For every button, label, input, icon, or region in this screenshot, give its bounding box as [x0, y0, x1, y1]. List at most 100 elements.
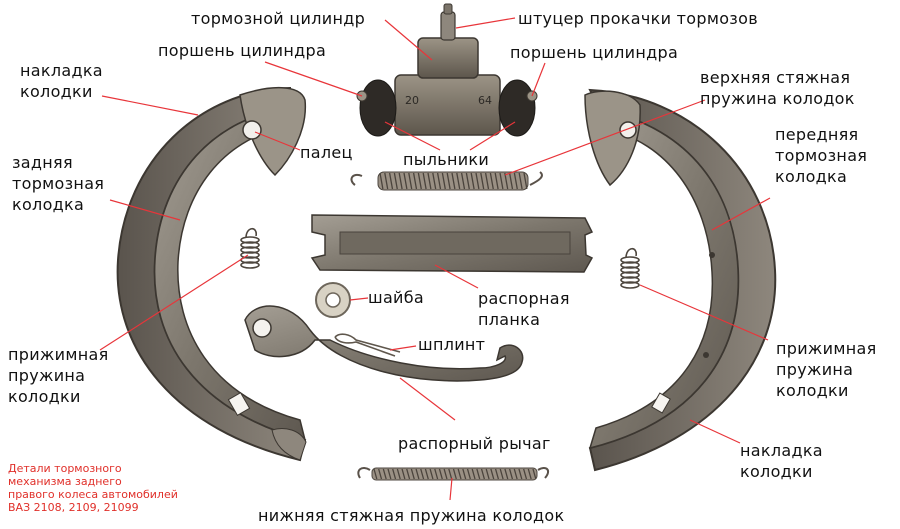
leader-boots-right	[469, 121, 516, 151]
upper-spring	[350, 171, 543, 191]
spring-coil	[494, 172, 499, 190]
leader-boots-left	[384, 121, 441, 151]
spring-coil	[398, 172, 403, 190]
leader-piston-right	[531, 62, 546, 97]
rear-brake-shoe	[116, 86, 307, 462]
wheel-cylinder: 20 64	[356, 3, 538, 137]
leader-lining-bottom	[689, 419, 741, 444]
spreader-lever	[244, 305, 524, 382]
spring-coil	[489, 172, 494, 190]
spring-coil	[443, 468, 448, 480]
spring-coil	[490, 468, 495, 480]
spring-coil	[379, 172, 384, 190]
spring-coil	[420, 468, 425, 480]
spring-coil	[427, 172, 432, 190]
spring-coil	[485, 468, 490, 480]
cylinder-marking-left: 20	[405, 94, 419, 107]
label-bleeder: штуцер прокачки тормозов	[518, 9, 758, 28]
spring-coil	[438, 468, 443, 480]
label-lever: распорный рычаг	[398, 434, 551, 453]
leader-finger	[254, 131, 301, 151]
spring-coil	[471, 468, 476, 480]
spring-coil	[417, 172, 422, 190]
spring-coil	[452, 468, 457, 480]
spring-coil	[470, 172, 475, 190]
spring-coil	[432, 172, 437, 190]
label-piston-left: поршень цилиндра	[158, 41, 327, 60]
spring-coil	[436, 172, 442, 190]
spring-coil	[460, 172, 466, 190]
spring-coil	[396, 468, 401, 480]
spring-coil	[451, 172, 456, 190]
spring-coil	[494, 468, 500, 480]
spring-coil	[415, 468, 420, 480]
spring-coil	[240, 251, 260, 259]
spring-coil	[457, 468, 462, 480]
spring-coil	[499, 468, 504, 480]
spring-coil	[527, 468, 532, 480]
spring-coil	[434, 468, 439, 480]
spring-coil	[480, 468, 485, 480]
leader-lever	[399, 377, 456, 421]
spring-coil	[448, 468, 453, 480]
label-finger: палец	[300, 143, 353, 162]
hold-down-spring-left	[240, 227, 260, 269]
cotter-pin	[334, 333, 401, 357]
label-washer: шайба	[368, 288, 425, 307]
leader-cylinder	[384, 19, 433, 61]
spring-coil	[446, 172, 451, 190]
spring-coil	[504, 468, 509, 480]
spring-coil	[620, 256, 640, 264]
spring-coil	[508, 468, 514, 480]
strut-plate	[310, 214, 594, 273]
label-cylinder: тормозной цилиндр	[191, 9, 366, 28]
leader-strut	[434, 264, 479, 289]
spring-coil	[429, 468, 434, 480]
spring-coil	[392, 468, 397, 480]
leader-upper-spring	[504, 99, 706, 176]
spring-coil	[518, 468, 523, 480]
leader-bleeder	[455, 17, 516, 29]
spring-coil	[387, 468, 392, 480]
spring-coil	[408, 172, 413, 190]
spring-coil	[373, 468, 378, 480]
label-cotter: шплинт	[418, 335, 486, 354]
spring-coil	[620, 261, 640, 269]
washer	[315, 282, 351, 318]
leader-rear-shoe	[109, 199, 181, 221]
leader-lower-spring	[449, 477, 453, 501]
spring-coil	[466, 468, 471, 480]
leader-lines	[99, 17, 771, 501]
spring-coil	[465, 172, 470, 190]
spring-coil	[504, 172, 509, 190]
spring-coil	[388, 172, 394, 190]
leader-hold-spring-right	[639, 284, 769, 341]
spring-hook	[245, 227, 257, 239]
spring-coil	[462, 468, 467, 480]
spring-coil	[403, 172, 408, 190]
spring-coil	[620, 276, 640, 284]
spring-coil	[480, 172, 485, 190]
spring-coil	[523, 468, 528, 480]
label-lower-spring: нижняя стяжная пружина колодок	[258, 506, 565, 525]
spring-coil	[523, 172, 528, 190]
spring-coil	[532, 468, 537, 480]
spring-coil	[484, 172, 490, 190]
spring-coil	[384, 172, 389, 190]
leader-piston-left	[264, 61, 363, 97]
spring-coil	[620, 266, 640, 274]
cylinder-marking-right: 64	[478, 94, 492, 107]
spring-coil	[240, 241, 260, 249]
spring-coil	[240, 261, 260, 269]
spring-coil	[410, 468, 415, 480]
spring-coil	[518, 172, 523, 190]
label-piston-right: поршень цилиндра	[510, 43, 679, 62]
